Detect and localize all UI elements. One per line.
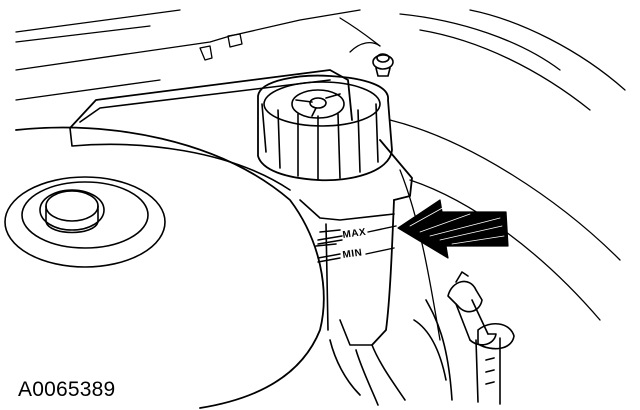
max-level-mark: MAX (342, 227, 367, 241)
engine-bay-outline (15, 9, 626, 341)
figure-id-label: A0065389 (18, 378, 116, 401)
level-marks (317, 225, 397, 263)
hose-clamp (413, 271, 515, 405)
coolant-reservoir (69, 69, 413, 406)
reservoir-cap-icon (257, 74, 393, 182)
grommet (372, 53, 394, 77)
strut-tower (4, 126, 325, 409)
level-indicator-arrow-icon (397, 199, 509, 259)
min-level-mark: MIN (342, 247, 363, 261)
